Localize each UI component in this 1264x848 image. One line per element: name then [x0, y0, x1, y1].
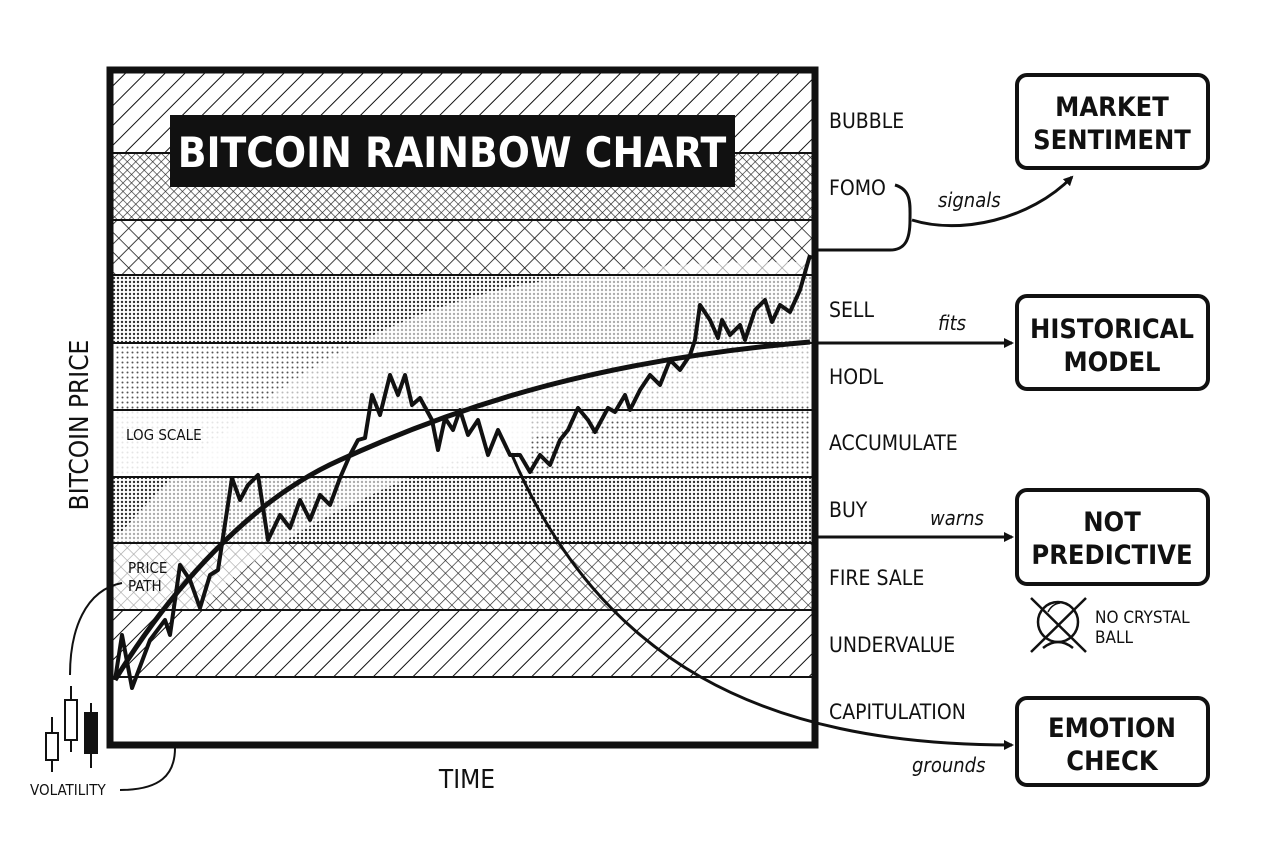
- model-curve: [112, 339, 811, 682]
- not-predictive-line2: PREDICTIVE: [1031, 540, 1192, 571]
- warns-label: warns: [930, 506, 984, 530]
- historical-model-line1: HISTORICAL: [1030, 314, 1194, 345]
- title-box: [170, 115, 735, 187]
- fits-label: fits: [938, 311, 966, 335]
- not-predictive-box: [1015, 488, 1210, 586]
- crossed-crystal-ball-icon: [1030, 597, 1087, 653]
- signals-label: signals: [938, 188, 1001, 212]
- connectors: [510, 175, 1074, 750]
- band-label-undervalue: UNDERVALUE: [829, 633, 955, 657]
- market-sentiment-line2: SENTIMENT: [1033, 125, 1191, 156]
- historical-model-box: [1015, 294, 1210, 391]
- band-label-capitulation: CAPITULATION: [829, 700, 966, 724]
- not-predictive-line1: NOT: [1083, 507, 1141, 538]
- band-label-fomo: FOMO: [829, 176, 886, 200]
- price-path-label-2: PATH: [128, 577, 162, 595]
- chart-title: BITCOIN RAINBOW CHART: [178, 128, 727, 177]
- band-undervalue: [110, 610, 815, 677]
- historical-model-line2: MODEL: [1063, 347, 1160, 378]
- volatility-label: VOLATILITY: [30, 781, 106, 799]
- price-path: [113, 254, 812, 690]
- band-label-accumulate: ACCUMULATE: [829, 431, 958, 455]
- candlestick-icon: [45, 686, 98, 772]
- band-label-buy: BUY: [829, 498, 868, 522]
- band-label-bubble: BUBBLE: [829, 109, 904, 133]
- emotion-check-line1: EMOTION: [1048, 713, 1176, 744]
- price-path-label-1: PRICE: [128, 559, 167, 577]
- band-labels: BUBBLE FOMO SELL HODL ACCUMULATE BUY FIR…: [829, 109, 966, 724]
- band-label-hodl: HODL: [829, 365, 884, 389]
- market-sentiment-box: [1015, 73, 1210, 170]
- band-capitulation: [110, 677, 815, 745]
- x-axis-label: TIME: [438, 765, 495, 795]
- band-label-sell: SELL: [829, 298, 874, 322]
- crystal-ball-note-2: BALL: [1095, 628, 1133, 648]
- y-axis-label: BITCOIN PRICE: [65, 340, 95, 511]
- band-label-fire-sale: FIRE SALE: [829, 566, 924, 590]
- log-scale-label: LOG SCALE: [126, 426, 202, 444]
- emotion-check-line2: CHECK: [1066, 746, 1159, 777]
- market-sentiment-line1: MARKET: [1055, 92, 1169, 123]
- chart-frame: [106, 66, 819, 749]
- grounds-label: grounds: [912, 753, 985, 777]
- crystal-ball-note-1: NO CRYSTAL: [1095, 608, 1190, 628]
- emotion-check-box: [1015, 696, 1210, 787]
